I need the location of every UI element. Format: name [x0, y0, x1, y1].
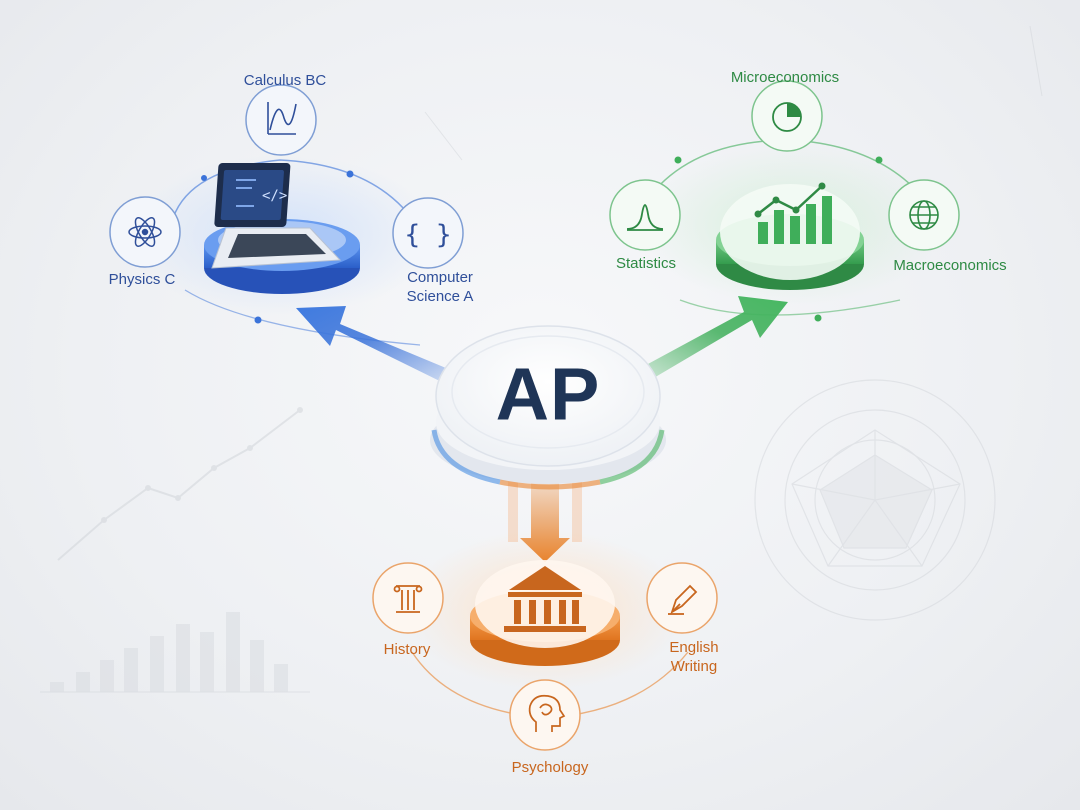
bar-chart-trend-icon	[754, 182, 832, 244]
ap-title: AP	[495, 352, 601, 436]
label-history: History	[383, 641, 431, 658]
physics-c-node[interactable]	[109, 196, 181, 268]
stem-orbit	[169, 159, 421, 231]
label-computer-science-a: Computer Science A	[407, 268, 474, 306]
head-brain-icon	[528, 694, 566, 732]
humanities-hub[interactable]	[470, 560, 620, 666]
computer-science-a-node[interactable]: { }	[392, 197, 464, 269]
bg-trend-line	[57, 409, 301, 561]
macroeconomics-node[interactable]	[888, 179, 960, 251]
humanities-group	[372, 472, 718, 751]
arrow-to-stem	[296, 306, 470, 392]
stem-hub[interactable]: </>	[204, 163, 360, 294]
label-macroeconomics: Macroeconomics	[893, 257, 1007, 274]
background-decor	[40, 25, 1043, 693]
atom-icon	[128, 217, 162, 247]
label-computer-science-a-line-1: Computer	[407, 269, 473, 286]
bg-radar-chart	[754, 379, 996, 621]
statistics-node[interactable]	[609, 179, 681, 251]
label-statistics: Statistics	[615, 255, 677, 272]
label-calculus-bc: Calculus BC	[243, 72, 327, 89]
arrow-to-humanities	[520, 472, 570, 562]
pie-chart-icon	[772, 102, 802, 132]
microeconomics-node[interactable]	[751, 80, 823, 152]
ap-center[interactable]	[430, 325, 666, 490]
label-physics-c: Physics C	[108, 271, 176, 288]
pen-nib-icon	[668, 584, 698, 615]
label-psychology: Psychology	[511, 759, 589, 776]
globe-icon	[909, 200, 939, 230]
english-writing-node[interactable]	[646, 562, 718, 634]
arrow-to-economics	[622, 296, 788, 392]
psychology-node[interactable]	[509, 679, 581, 751]
stem-group: </>	[109, 84, 470, 392]
calculus-bc-node[interactable]	[245, 84, 317, 156]
label-english-writing: English Writing	[669, 638, 718, 676]
function-graph-icon	[267, 102, 297, 135]
label-english-writing-line-1: English	[669, 639, 719, 656]
svg-text:</>: </>	[262, 188, 287, 204]
label-microeconomics: Microeconomics	[730, 69, 840, 86]
label-computer-science-a-line-2: Science A	[406, 288, 474, 305]
economics-hub[interactable]	[716, 182, 864, 291]
curly-braces-icon: { }	[405, 220, 452, 250]
economics-group	[609, 80, 960, 392]
laptop-code-icon: </>	[211, 163, 342, 269]
label-english-writing-line-2: Writing	[670, 658, 718, 675]
bell-curve-icon	[626, 204, 664, 231]
classical-building-icon	[504, 566, 586, 632]
ionic-column-icon	[393, 585, 423, 613]
bg-bar-chart	[40, 612, 310, 693]
history-node[interactable]	[372, 562, 444, 634]
